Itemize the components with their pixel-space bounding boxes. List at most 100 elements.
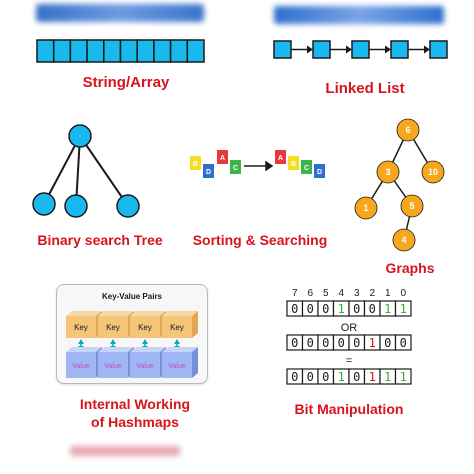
- bit-index: 5: [323, 288, 329, 299]
- value-text: Value: [104, 363, 121, 370]
- hashmap-title: Key-Value Pairs: [101, 292, 163, 301]
- sort-block-letter: D: [317, 169, 322, 176]
- bit-value: 0: [353, 370, 360, 384]
- bit-value: 0: [322, 370, 329, 384]
- value-box: [98, 352, 128, 378]
- bit-op-eq: =: [346, 355, 352, 367]
- sort-block: [288, 156, 299, 170]
- value-box: [130, 352, 160, 378]
- bit-value: 0: [307, 336, 314, 350]
- blurred-footer: [70, 446, 180, 456]
- bit-value: 1: [338, 302, 345, 316]
- graph-node: [421, 160, 445, 184]
- bit-value: 0: [291, 302, 298, 316]
- value-text: Value: [136, 363, 153, 370]
- sort-block: [301, 160, 312, 174]
- bit-value: 1: [400, 370, 407, 384]
- bit-value: 1: [369, 370, 376, 384]
- sorting-label: Sorting & Searching: [192, 232, 328, 248]
- sort-block-letter: C: [233, 165, 238, 172]
- sort-block-letter: D: [206, 169, 211, 176]
- tree-node: [32, 192, 56, 216]
- bit-cell: [394, 334, 412, 351]
- blurred-header-right: [274, 6, 444, 24]
- bit-value: 0: [307, 370, 314, 384]
- bit-value: 0: [291, 336, 298, 350]
- bit-op-or: OR: [341, 322, 358, 334]
- key-box-side: [192, 311, 198, 338]
- value-box: [66, 352, 96, 378]
- key-text: Key: [170, 323, 184, 332]
- graph-node-label: 3: [385, 167, 390, 177]
- key-box-top: [130, 311, 166, 316]
- key-box-top: [162, 311, 198, 316]
- bit-value: 1: [384, 302, 391, 316]
- bit-index: 4: [338, 288, 344, 299]
- value-text: Value: [72, 363, 89, 370]
- bit-value: 1: [369, 336, 376, 350]
- value-box-top: [66, 347, 102, 352]
- graph-node-label: 5: [409, 201, 414, 211]
- graph-node: [400, 194, 424, 218]
- graph-node-label: 4: [401, 235, 406, 245]
- sort-arrow: [244, 160, 274, 172]
- bit-label: Bit Manipulation: [294, 401, 404, 417]
- bit-value: 0: [369, 302, 376, 316]
- linked-list-diagram: [273, 40, 448, 59]
- hashmap-label-line1: Internal Working: [79, 396, 191, 412]
- hash-link-arrowhead: [110, 339, 116, 344]
- bit-cell: [394, 368, 412, 385]
- sort-block: [314, 164, 325, 178]
- value-box-top: [98, 347, 134, 352]
- bit-index: 6: [307, 288, 313, 299]
- linked-list-arrowhead: [346, 45, 352, 54]
- bit-value: 1: [400, 302, 407, 316]
- hash-link-arrowhead: [174, 339, 180, 344]
- key-box-top: [98, 311, 134, 316]
- bit-value: 0: [338, 336, 345, 350]
- value-box: [162, 352, 192, 378]
- linked-list-node: [429, 40, 448, 59]
- linked-list-label: Linked List: [325, 80, 405, 97]
- graphs-label: Graphs: [385, 260, 435, 276]
- bit-index: 3: [354, 288, 360, 299]
- graph-node: [392, 228, 416, 252]
- bit-index: 2: [369, 288, 375, 299]
- sort-block-letter: B: [193, 161, 198, 168]
- key-box: [162, 316, 192, 338]
- graph-node: [354, 196, 378, 220]
- sort-block-letter: B: [291, 161, 296, 168]
- sort-block: [203, 164, 214, 178]
- value-box-side: [192, 347, 198, 378]
- bit-value: 0: [307, 302, 314, 316]
- tree-edge: [79, 135, 129, 207]
- value-box-top: [130, 347, 166, 352]
- blurred-header-left: [36, 4, 204, 22]
- key-box: [98, 316, 128, 338]
- graph-node-label: 1: [363, 203, 368, 213]
- bit-value: 0: [400, 336, 407, 350]
- bit-cell: [394, 300, 412, 317]
- hash-link-arrowhead: [78, 339, 84, 344]
- key-text: Key: [138, 323, 152, 332]
- key-text: Key: [74, 323, 88, 332]
- sort-block-letter: A: [278, 155, 283, 162]
- sort-block: [217, 150, 228, 164]
- bit-index: 1: [385, 288, 391, 299]
- key-box: [130, 316, 160, 338]
- bit-value: 1: [338, 370, 345, 384]
- value-text: Value: [168, 363, 185, 370]
- binary-tree-diagram: [32, 124, 140, 218]
- bit-value: 0: [322, 336, 329, 350]
- graph-node-label: 6: [405, 125, 410, 135]
- tree-node: [68, 124, 92, 148]
- graph-diagram: 6 3 10 1 5 4: [354, 118, 445, 252]
- graph-node: [396, 118, 420, 142]
- linked-list-arrowhead: [385, 45, 391, 54]
- hashmap-diagram: Key Key Key Key Value Value Value Value: [66, 311, 198, 378]
- bit-value: 1: [384, 370, 391, 384]
- graph-node: [376, 160, 400, 184]
- key-text: Key: [106, 323, 120, 332]
- sort-block: [230, 160, 241, 174]
